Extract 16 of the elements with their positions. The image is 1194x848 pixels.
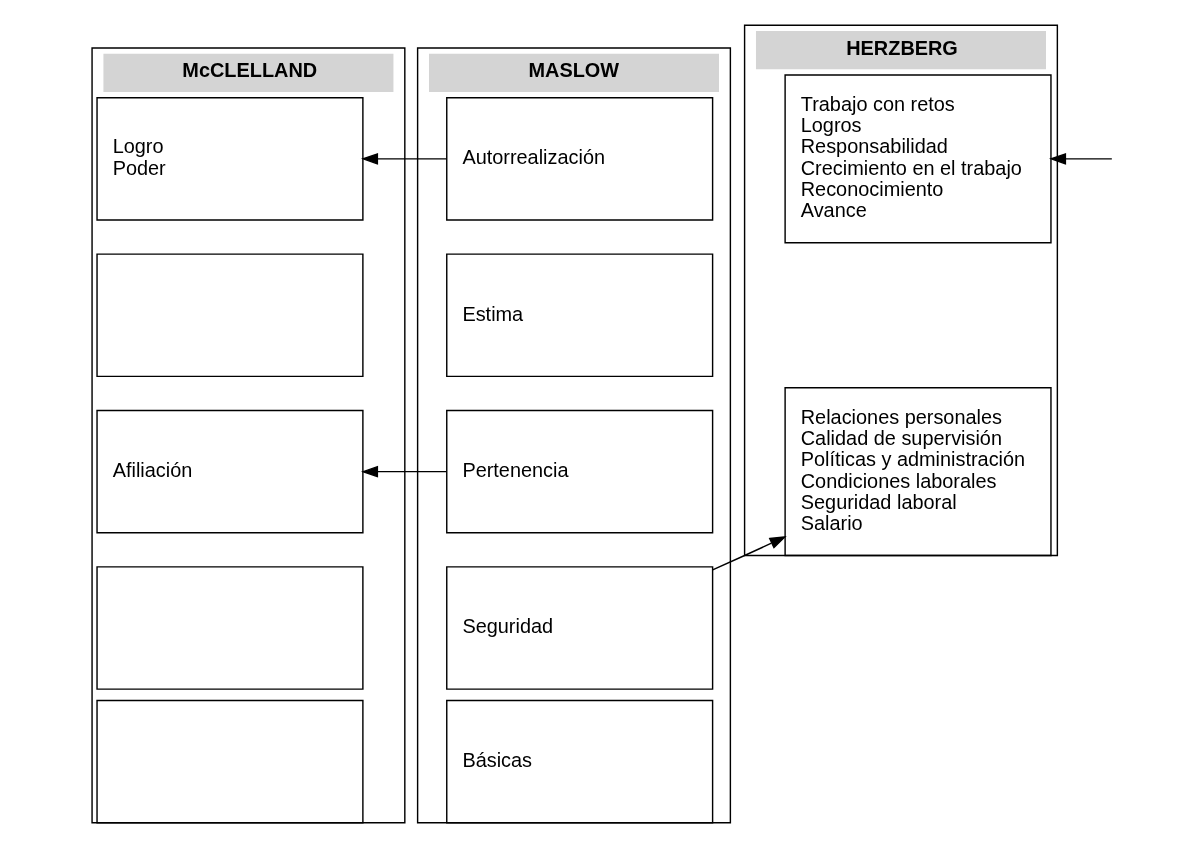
node-box: Afiliación bbox=[96, 409, 364, 534]
arrow bbox=[361, 152, 448, 165]
node-box: Relaciones personales Calidad de supervisión Políticas y administración Condiciones laborales Seguridad laboral Salario bbox=[784, 387, 1052, 557]
node-box: Básicas bbox=[446, 699, 714, 824]
node-box bbox=[96, 699, 364, 824]
arrow bbox=[1049, 152, 1113, 165]
node-box: Seguridad bbox=[446, 566, 714, 690]
node-box: Trabajo con retos Logros Responsabilidad Crecimiento en el trabajo Reconocimiento Avance bbox=[784, 74, 1052, 244]
node-box: Logro Poder bbox=[96, 97, 364, 221]
node-box: Autorrealización bbox=[446, 97, 714, 221]
node-box bbox=[96, 566, 364, 690]
arrow bbox=[361, 465, 448, 478]
arrow bbox=[711, 536, 787, 571]
node-box bbox=[96, 253, 364, 378]
node-box: Pertenencia bbox=[446, 409, 714, 534]
node-box: Estima bbox=[446, 253, 714, 378]
